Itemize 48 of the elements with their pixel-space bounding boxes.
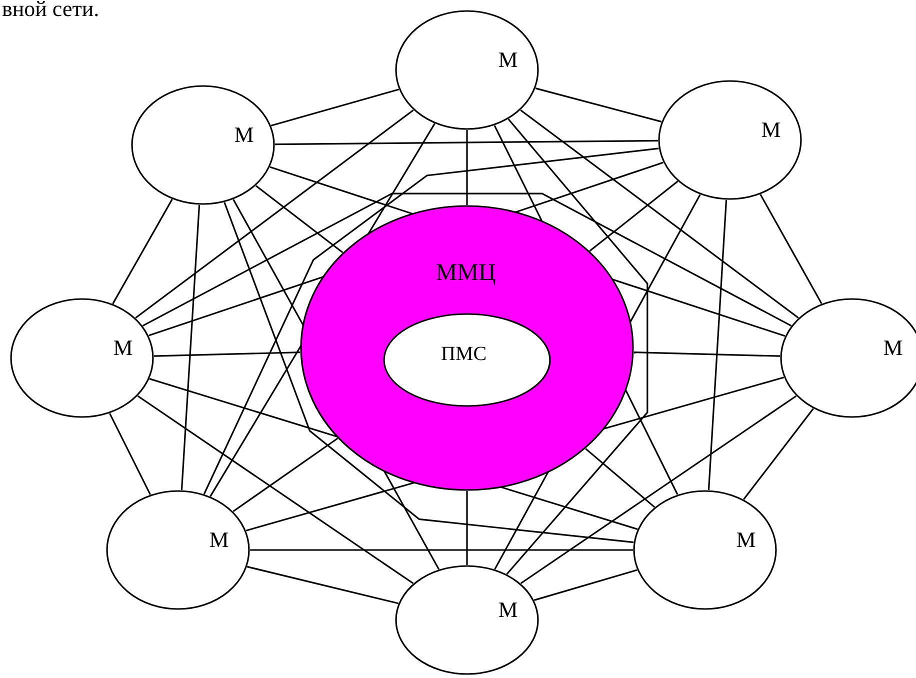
ellipse-node xyxy=(395,565,539,675)
node-label: М xyxy=(209,529,229,551)
connector-line xyxy=(108,413,152,495)
ellipse-node xyxy=(658,80,802,200)
connector-line xyxy=(760,194,822,304)
connector-line xyxy=(708,200,728,490)
connector-line xyxy=(137,395,414,584)
connector-line xyxy=(520,395,797,584)
connector-line xyxy=(585,448,656,508)
ellipse-node xyxy=(395,10,539,130)
node-label: М xyxy=(234,124,254,146)
connector-line xyxy=(535,88,662,122)
node-label: ММЦ xyxy=(436,261,496,285)
connector-line xyxy=(154,352,300,357)
connector-line xyxy=(506,118,648,575)
connector-line xyxy=(275,140,658,146)
connector-line xyxy=(112,198,173,304)
connector-line xyxy=(589,180,678,252)
connector-line xyxy=(634,352,780,357)
connector-line xyxy=(255,185,344,254)
ellipse-node xyxy=(10,298,154,418)
connector-line xyxy=(534,569,638,601)
connector-line xyxy=(466,130,468,205)
connector-line xyxy=(520,109,799,319)
ellipse-node xyxy=(633,490,777,610)
connector-line xyxy=(142,192,792,326)
connector-line xyxy=(270,88,400,126)
connector-line xyxy=(743,408,814,500)
node-label: М xyxy=(498,599,518,621)
connector-line xyxy=(203,148,659,494)
connector-line xyxy=(466,491,468,565)
connector-line xyxy=(180,204,200,490)
ellipse-node xyxy=(383,313,551,407)
ellipse-node xyxy=(106,490,250,610)
text-fragment: вной сети. xyxy=(2,0,100,22)
node-label: М xyxy=(113,337,133,359)
ellipse-node xyxy=(131,85,275,205)
connector-line xyxy=(224,202,634,544)
connector-line xyxy=(135,109,414,319)
connector-line xyxy=(246,566,399,604)
node-label: М xyxy=(761,119,781,141)
node-label: М xyxy=(498,49,518,71)
connector-line xyxy=(250,549,633,551)
node-label: ПМС xyxy=(441,344,487,364)
connector-line xyxy=(232,438,338,512)
node-label: М xyxy=(736,529,756,551)
node-label: М xyxy=(883,337,903,359)
ellipse-node xyxy=(300,205,634,491)
